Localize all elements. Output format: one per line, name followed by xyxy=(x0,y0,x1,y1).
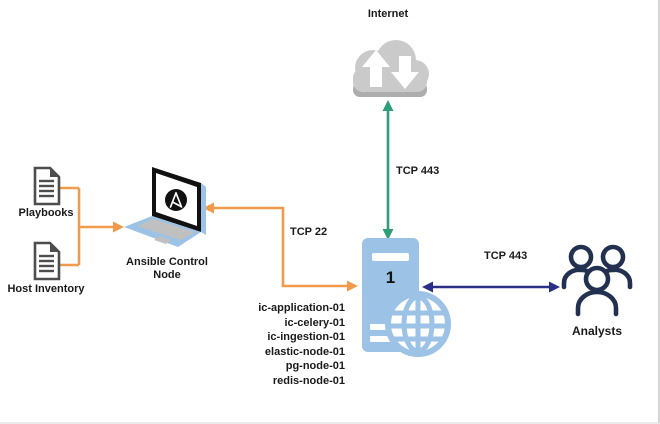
analysts-label: Analysts xyxy=(571,324,623,338)
managed-nodes-list: ic-application-01 ic-celery-01 ic-ingest… xyxy=(200,301,345,388)
node-name: redis-node-01 xyxy=(272,374,345,387)
upload-arrow-icon xyxy=(362,50,390,87)
internet-cloud-icon xyxy=(353,40,429,97)
arrow-ansible-server xyxy=(203,202,358,292)
node-name: elastic-node-01 xyxy=(264,345,345,358)
internet-label: Internet xyxy=(367,8,409,20)
playbooks-document-icon xyxy=(33,166,61,206)
host-inventory-document-icon xyxy=(33,241,61,281)
host-inventory-label: Host Inventory xyxy=(7,283,85,295)
arrow-docs-to-ansible xyxy=(60,186,124,267)
playbooks-label: Playbooks xyxy=(18,207,74,219)
connection-label-ansible-server: TCP 22 xyxy=(290,226,328,238)
server-vent xyxy=(370,336,396,342)
analysts-users-icon xyxy=(561,244,633,317)
server-slot xyxy=(372,253,409,261)
connection-label-internet-server: TCP 443 xyxy=(396,165,440,177)
arrow-server-analysts xyxy=(422,281,560,293)
ansible-control-node-label: Ansible Control Node xyxy=(126,256,208,281)
download-arrow-icon xyxy=(391,56,419,89)
arrow-internet-server xyxy=(382,100,394,240)
server-vent xyxy=(370,324,396,330)
node-name: ic-celery-01 xyxy=(284,316,345,329)
node-name: pg-node-01 xyxy=(285,360,345,372)
globe-icon xyxy=(385,291,451,357)
node-name: ic-ingestion-01 xyxy=(267,331,345,343)
ansible-laptop-icon xyxy=(124,167,206,247)
node-name: ic-application-01 xyxy=(258,302,345,314)
connection-label-server-analysts: TCP 443 xyxy=(484,250,528,262)
server-badge: 1 xyxy=(385,268,396,287)
